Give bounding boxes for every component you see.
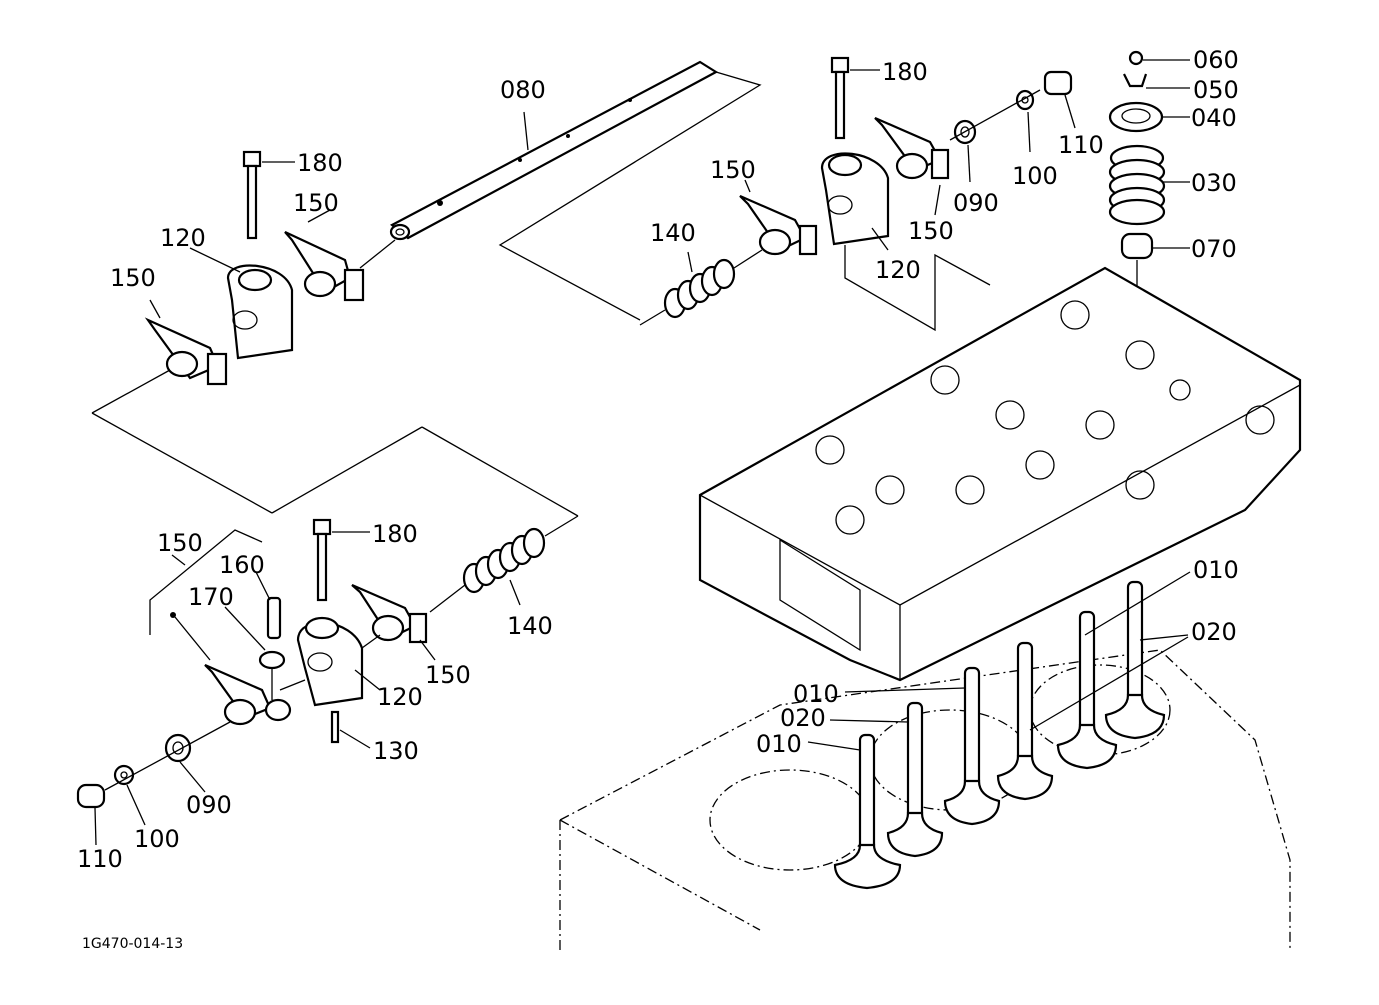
upper-left-cluster [91, 150, 579, 517]
rocker-shaft [389, 60, 762, 321]
callout-120: 120 [160, 224, 206, 252]
callout-120: 120 [875, 256, 921, 284]
valve-3 [943, 666, 1001, 826]
callout-060: 060 [1193, 46, 1239, 74]
callout-010: 010 [1193, 556, 1239, 584]
spring-140-upper [663, 258, 736, 319]
cylinder-head [698, 266, 1302, 682]
callout-150: 150 [710, 156, 756, 184]
callout-110: 110 [77, 845, 123, 873]
callout-180: 180 [882, 58, 928, 86]
callout-120: 120 [377, 683, 423, 711]
callout-150: 150 [157, 529, 203, 557]
callout-110: 110 [1058, 131, 1104, 159]
callout-100: 100 [1012, 162, 1058, 190]
callout-010: 010 [756, 730, 802, 758]
valve-1 [833, 733, 902, 890]
callout-170: 170 [188, 583, 234, 611]
callout-020: 020 [780, 704, 826, 732]
callout-140: 140 [650, 219, 696, 247]
valve-4 [996, 641, 1054, 801]
callout-090: 090 [953, 189, 999, 217]
spring-140-lower [462, 527, 546, 594]
valve-spring-stack [1108, 50, 1190, 372]
callout-020: 020 [1191, 618, 1237, 646]
engine-block [559, 649, 1291, 950]
callout-090: 090 [186, 791, 232, 819]
valves [807, 571, 1191, 890]
callout-180: 180 [297, 149, 343, 177]
callout-150: 150 [908, 217, 954, 245]
valve-6 [1104, 580, 1166, 740]
callout-010: 010 [793, 680, 839, 708]
callout-160: 160 [219, 551, 265, 579]
callout-150: 150 [110, 264, 156, 292]
callout-150: 150 [425, 661, 471, 689]
callout-030: 030 [1191, 169, 1237, 197]
callout-070: 070 [1191, 235, 1237, 263]
valve-5 [1056, 610, 1118, 770]
callout-140: 140 [507, 612, 553, 640]
callout-050: 050 [1193, 76, 1239, 104]
head-ports [815, 300, 1275, 535]
callout-080: 080 [500, 76, 546, 104]
callout-040: 040 [1191, 104, 1237, 132]
callout-150: 150 [293, 189, 339, 217]
callout-180: 180 [372, 520, 418, 548]
drawing-code: 1G470-014-13 [82, 936, 184, 952]
lower-left-cluster [76, 515, 579, 846]
valve-2 [886, 701, 944, 858]
callout-100: 100 [134, 825, 180, 853]
callout-130: 130 [373, 737, 419, 765]
upper-middle-cluster [639, 56, 1076, 332]
